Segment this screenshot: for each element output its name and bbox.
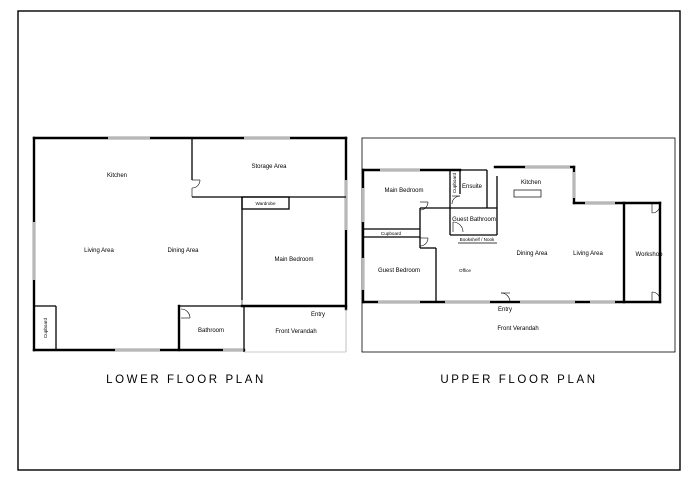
lower-dining-label: Dining Area	[167, 248, 199, 254]
upper-floor-title: UPPER FLOOR PLAN	[440, 374, 597, 386]
upper-interior-walls	[363, 169, 542, 302]
upper-doors	[419, 195, 661, 303]
lower-floor-title: LOWER FLOOR PLAN	[106, 374, 266, 386]
upper-verandah-label: Front Verandah	[497, 326, 538, 332]
upper-windows	[361, 165, 615, 304]
upper-office-label: Office	[459, 268, 471, 273]
lower-living-label: Living Area	[84, 248, 114, 254]
lower-floor-plan: Kitchen Storage Area Wardrobe Living Are…	[32, 136, 348, 386]
upper-living-label: Living Area	[573, 251, 603, 257]
upper-floor-plan: Main Bedroom Cupboard Ensuite Kitchen Gu…	[361, 137, 676, 386]
lower-doors	[180, 179, 243, 319]
lower-room-labels: Kitchen Storage Area Wardrobe Living Are…	[43, 164, 325, 338]
lower-interior-walls	[34, 138, 348, 353]
upper-guest-bathroom-label: Guest Bathroom	[452, 217, 496, 223]
lower-storage-label: Storage Area	[251, 164, 287, 170]
lower-entry-label: Entry	[311, 312, 325, 318]
upper-main-bedroom-label: Main Bedroom	[384, 188, 423, 194]
upper-cupboard-label: Cupboard	[381, 231, 402, 236]
upper-guest-bathroom-text: Guest Bathroom	[452, 217, 496, 223]
upper-ensuite-label: Ensuite	[462, 184, 483, 190]
upper-room-labels: Main Bedroom Cupboard Ensuite Kitchen Gu…	[378, 172, 663, 332]
upper-entry-label: Entry	[498, 307, 512, 313]
sheet-border	[17, 10, 681, 471]
lower-main-bedroom-label: Main Bedroom	[274, 257, 313, 263]
upper-dining-label: Dining Area	[516, 251, 548, 257]
lower-verandah-label: Front Verandah	[275, 329, 316, 335]
upper-guest-bedroom-label: Guest Bedroom	[378, 268, 420, 274]
lower-cupboard-label: Cupboard	[43, 317, 48, 338]
lower-bathroom-label: Bathroom	[198, 328, 224, 334]
upper-kitchen-label: Kitchen	[521, 180, 541, 186]
lower-wardrobe-label: Wardrobe	[256, 201, 276, 206]
upper-bookshelf-label: Bookshelf / Nook	[460, 237, 495, 242]
lower-windows	[32, 136, 348, 352]
upper-workshop-label: Workshop	[636, 252, 664, 258]
upper-cupboard-vertical-label: Cupboard	[452, 172, 457, 193]
lower-kitchen-label: Kitchen	[107, 173, 127, 179]
